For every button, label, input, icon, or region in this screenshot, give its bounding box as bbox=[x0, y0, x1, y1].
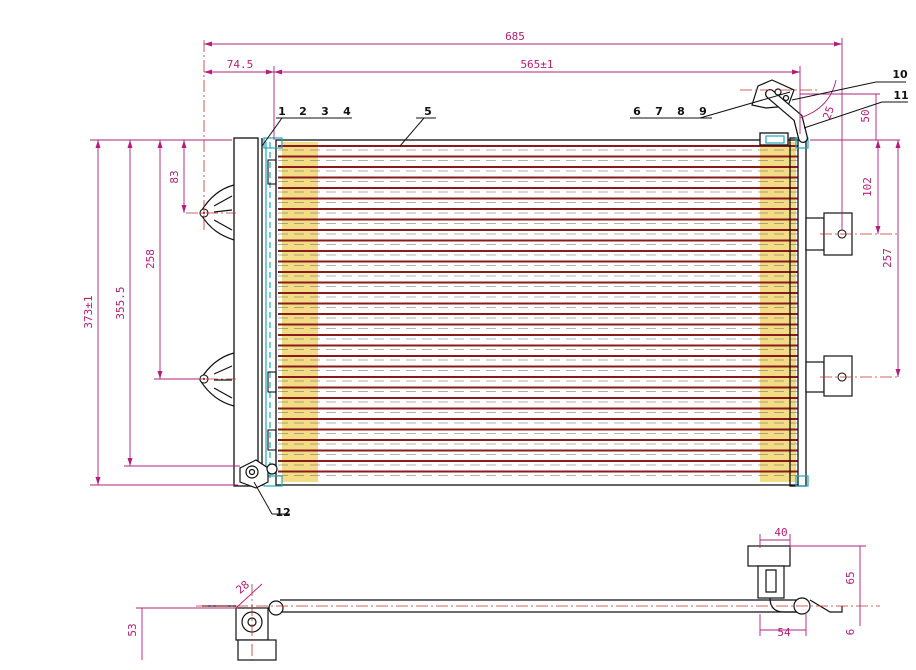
dim-overall-width: 685 bbox=[505, 30, 525, 43]
dimension-arrows bbox=[95, 41, 901, 485]
side-view-centerline bbox=[196, 584, 880, 662]
leader-lines bbox=[253, 81, 908, 515]
callout-4: 4 bbox=[343, 105, 351, 118]
condenser-tubes bbox=[278, 145, 798, 476]
dimension-labels: 685 74.5 565±1 373±1 355.5 258 83 102 25… bbox=[82, 30, 894, 639]
callout-5: 5 bbox=[424, 105, 432, 118]
dim-height-total: 373±1 bbox=[82, 295, 95, 328]
right-mounting-lugs bbox=[805, 212, 853, 397]
dim-left-offset: 74.5 bbox=[227, 58, 254, 71]
callout-3: 3 bbox=[321, 105, 329, 118]
left-mounting-brackets bbox=[199, 184, 235, 407]
dim-height-83: 83 bbox=[168, 170, 181, 183]
fin-bands bbox=[282, 142, 796, 482]
callout-labels: 1 2 3 4 5 6 7 8 9 10 11 12 bbox=[275, 68, 908, 519]
callout-10: 10 bbox=[892, 68, 908, 81]
header-brackets bbox=[267, 159, 277, 451]
dim-bottom-40: 40 bbox=[774, 526, 787, 539]
side-view bbox=[202, 545, 843, 661]
dim-right-257: 257 bbox=[881, 248, 894, 268]
callout-11: 11 bbox=[893, 89, 908, 102]
callout-12: 12 bbox=[275, 506, 290, 519]
bottom-fitting bbox=[239, 459, 278, 489]
callout-9: 9 bbox=[699, 105, 707, 118]
dim-right-102: 102 bbox=[861, 177, 874, 197]
dim-angle-25: 25 bbox=[820, 104, 837, 121]
mount-holes bbox=[199, 208, 209, 384]
callout-6: 6 bbox=[633, 105, 641, 118]
dim-core-width: 565±1 bbox=[520, 58, 553, 71]
mount-hole-centers bbox=[202, 211, 206, 381]
top-right-pipe bbox=[751, 79, 808, 143]
side-view-dimensions bbox=[136, 534, 866, 660]
dim-bottom-54: 54 bbox=[777, 626, 791, 639]
dim-bottom-6: 6 bbox=[844, 629, 857, 636]
dim-right-50: 50 bbox=[859, 109, 872, 122]
dim-bottom-65: 65 bbox=[844, 571, 857, 584]
callout-2: 2 bbox=[299, 105, 307, 118]
core-frame bbox=[233, 132, 807, 487]
callout-1: 1 bbox=[278, 105, 286, 118]
callout-8: 8 bbox=[677, 105, 685, 118]
dim-bottom-28: 28 bbox=[233, 578, 252, 596]
dim-height-355: 355.5 bbox=[114, 286, 127, 319]
dim-bottom-53: 53 bbox=[126, 623, 139, 636]
callout-7: 7 bbox=[655, 105, 663, 118]
dimension-lines bbox=[90, 38, 900, 486]
dim-height-258: 258 bbox=[144, 249, 157, 269]
